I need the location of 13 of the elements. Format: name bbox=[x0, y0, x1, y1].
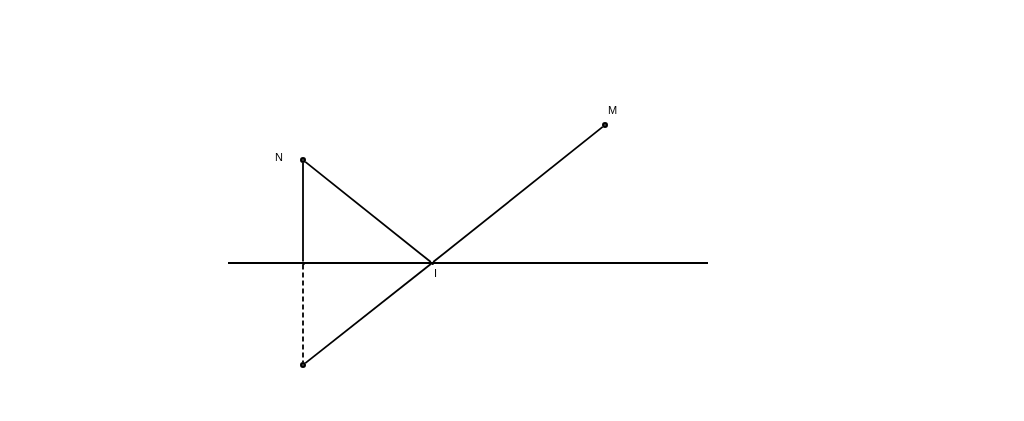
line-segment bbox=[304, 160, 432, 263]
point-marker bbox=[300, 157, 306, 163]
dashed-line bbox=[302, 263, 304, 363]
line-segment bbox=[432, 125, 604, 263]
point-marker bbox=[602, 122, 608, 128]
point-label: I bbox=[434, 268, 438, 279]
point-label: N bbox=[275, 152, 283, 163]
point-label: M bbox=[608, 105, 618, 116]
point-marker bbox=[300, 362, 306, 368]
line-segment bbox=[302, 162, 304, 263]
point-dot bbox=[430, 261, 434, 265]
line-segment bbox=[304, 263, 432, 365]
point-dot bbox=[301, 261, 305, 265]
